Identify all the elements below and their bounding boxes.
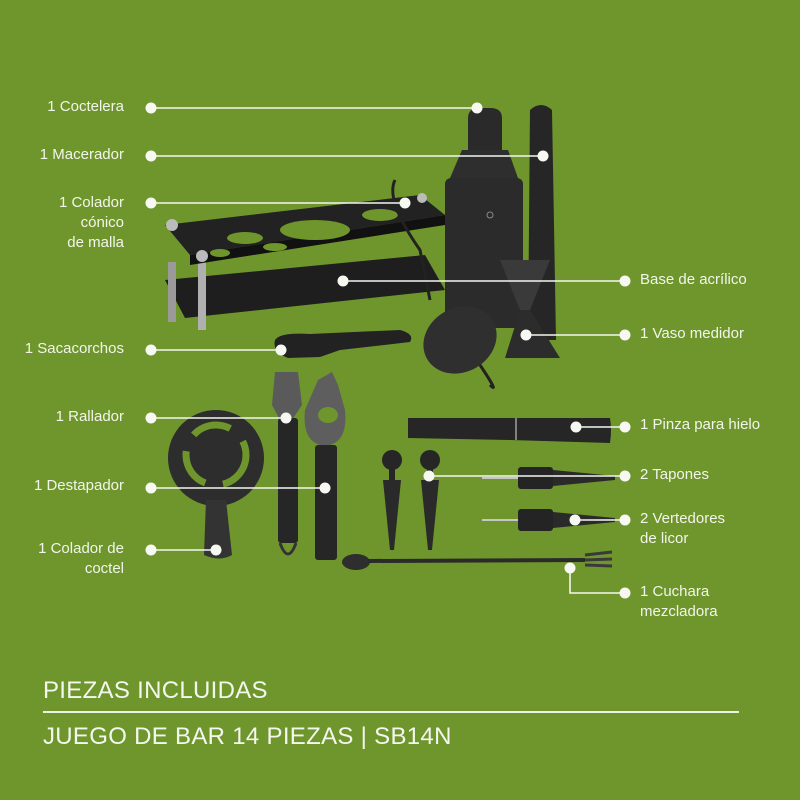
acrylic-base-icon <box>165 193 445 330</box>
mesh-strainer-icon <box>391 179 497 389</box>
label-line: 1 Coctelera <box>47 98 124 115</box>
label-coctelera: 1 Coctelera <box>47 97 124 117</box>
label-tapones: 2 Tapones <box>640 465 709 485</box>
label-line: 1 Colador de <box>38 540 124 557</box>
jigger-icon <box>500 260 560 358</box>
label-colador-conico: 1 Colador cónico de malla <box>59 193 124 253</box>
label-vaso-medidor: 1 Vaso medidor <box>640 324 744 344</box>
label-base-acrilico: Base de acrílico <box>640 270 747 290</box>
callout-dots <box>145 102 631 599</box>
label-line: 1 Pinza para hielo <box>640 416 761 433</box>
hawthorne-strainer-icon <box>168 410 264 559</box>
label-line: 1 Macerador <box>39 146 124 163</box>
label-line: coctel <box>84 560 124 577</box>
label-line: 1 Sacacorchos <box>24 340 124 357</box>
label-colador-coctel: 1 Colador de coctel <box>38 539 124 579</box>
label-line: 1 Destapador <box>33 477 124 494</box>
label-rallador: 1 Rallador <box>56 407 124 427</box>
label-line: 2 Tapones <box>640 466 709 483</box>
footer-subheading: JUEGO DE BAR 14 PIEZAS | SB14N <box>43 723 452 750</box>
wine-stoppers-icon <box>382 450 440 550</box>
label-line: 1 Cuchara <box>640 583 710 600</box>
label-line: Base de acrílico <box>640 271 747 288</box>
bar-spoon-icon <box>342 550 613 570</box>
label-line: cónico <box>80 214 124 231</box>
label-destapador: 1 Destapador <box>34 476 124 496</box>
label-macerador: 1 Macerador <box>40 145 124 165</box>
leader-lines <box>151 107 625 594</box>
liquor-pourers-icon <box>482 467 615 531</box>
label-vertedores: 2 Vertedores de licor <box>640 509 725 549</box>
zester-icon <box>272 372 302 556</box>
footer-heading: PIEZAS INCLUIDAS <box>43 677 268 704</box>
bottle-opener-icon <box>304 372 346 560</box>
label-line: de licor <box>640 530 689 547</box>
footer-divider <box>43 711 739 713</box>
label-line: mezcladora <box>640 603 718 620</box>
label-line: 1 Vaso medidor <box>640 325 744 342</box>
corkscrew-icon <box>274 330 412 358</box>
label-line: de malla <box>67 234 124 251</box>
label-line: 1 Rallador <box>55 408 124 425</box>
label-cuchara: 1 Cuchara mezcladora <box>640 582 718 622</box>
label-line: 2 Vertedores <box>640 510 726 527</box>
label-sacacorchos: 1 Sacacorchos <box>25 339 124 359</box>
label-line: 1 Colador <box>58 194 124 211</box>
label-pinza-hielo: 1 Pinza para hielo <box>640 415 760 435</box>
ice-tongs-icon <box>408 418 611 443</box>
muddler-icon <box>528 105 556 340</box>
shaker-icon <box>445 108 523 328</box>
